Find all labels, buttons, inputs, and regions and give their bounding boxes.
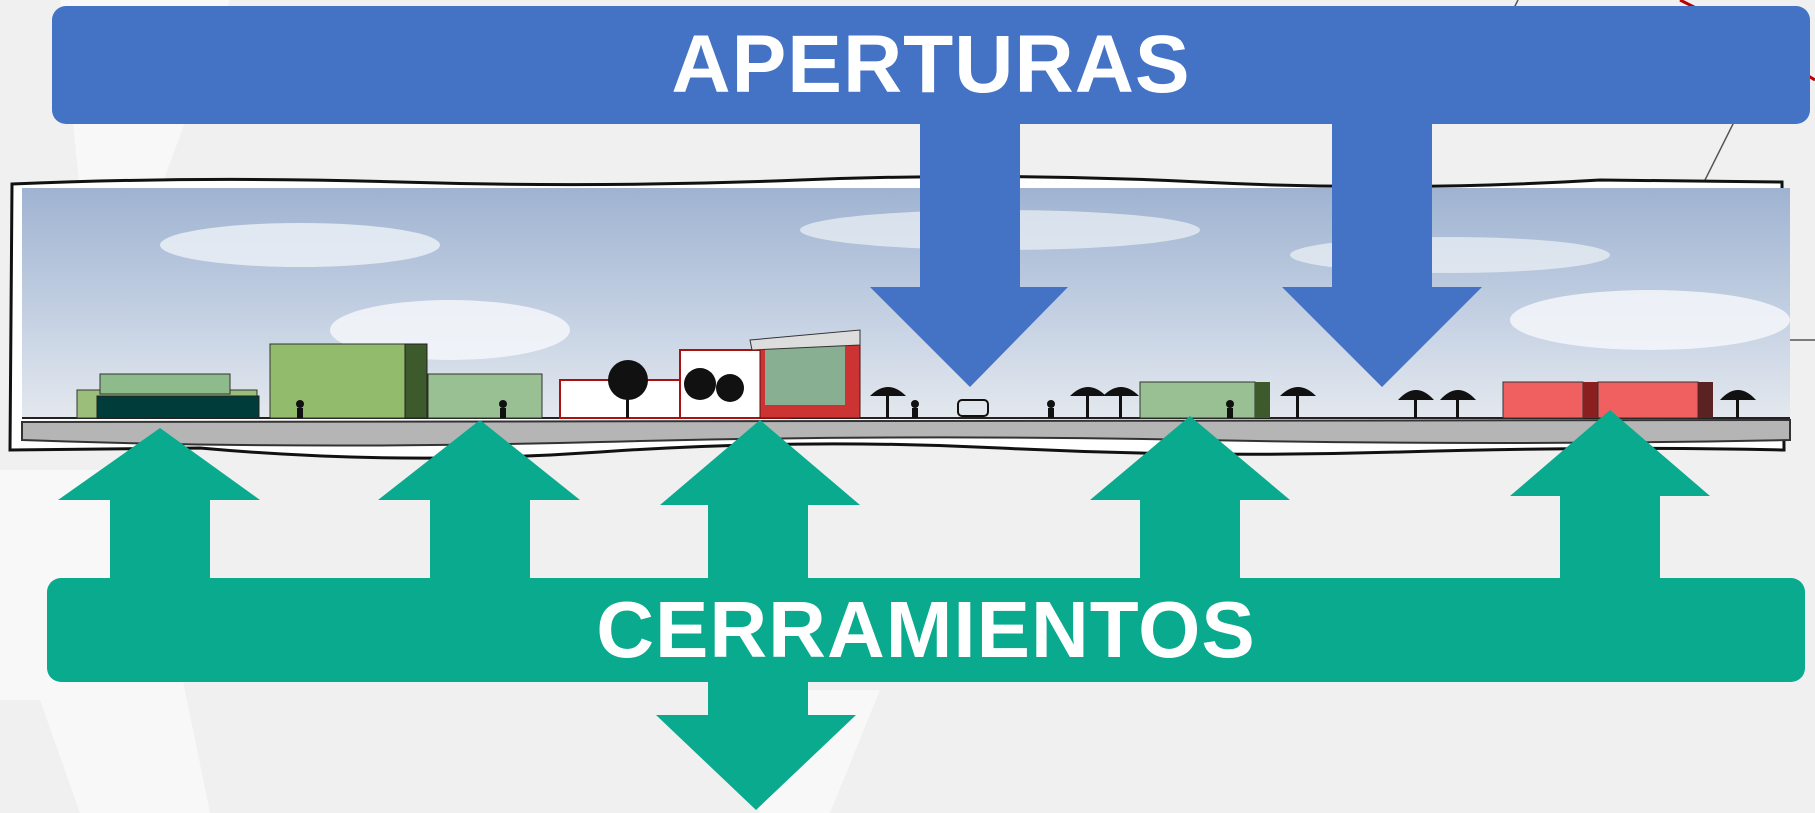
arrow-up-icon (1090, 416, 1290, 590)
cerramientos-label: CERRAMIENTOS (596, 585, 1256, 674)
people-and-car (296, 399, 1234, 418)
arrow-up-icon (378, 420, 580, 590)
buildings (76, 329, 1713, 419)
aperturas-label: APERTURAS (671, 19, 1191, 110)
arrow-up-icon (1510, 410, 1710, 590)
cerramientos-banner: CERRAMIENTOS (47, 578, 1805, 682)
arrow-down-icon (1282, 110, 1482, 387)
arrow-up-icon (58, 428, 260, 590)
aperturas-banner: APERTURAS (52, 6, 1810, 124)
aperturas-arrows (870, 110, 1482, 387)
trees (608, 360, 1756, 418)
arrow-down-icon (870, 110, 1068, 387)
